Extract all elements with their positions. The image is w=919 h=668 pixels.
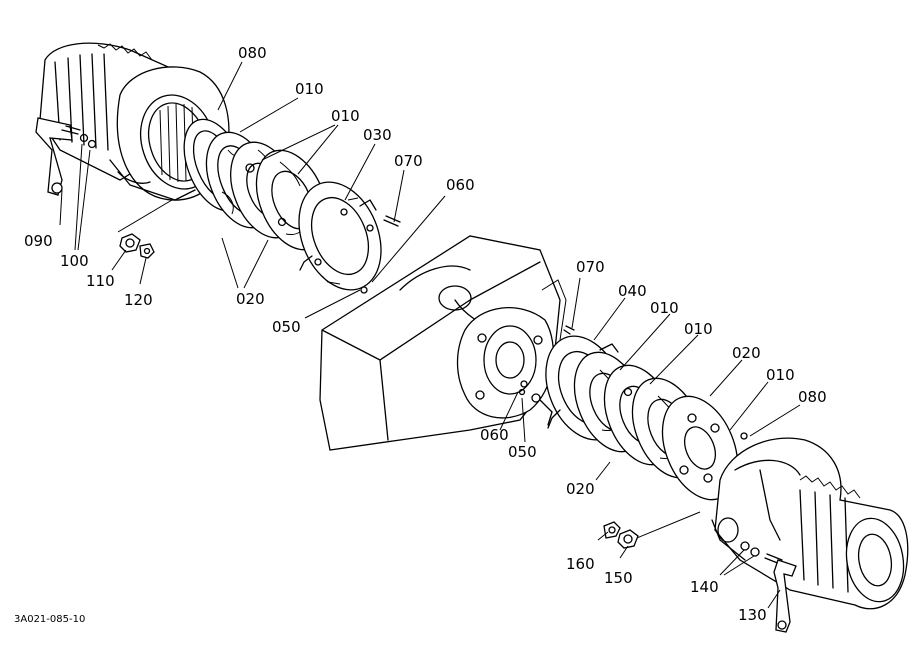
callout-150: 150 — [604, 569, 633, 587]
callout-070: 070 — [576, 258, 605, 276]
callout-050: 050 — [508, 443, 537, 461]
callout-060: 060 — [446, 176, 475, 194]
right-nut-and-bolt — [603, 521, 639, 549]
callout-030: 030 — [363, 126, 392, 144]
callout-010: 010 — [684, 320, 713, 338]
left-brake-pack — [183, 118, 401, 294]
right-brake-pack — [545, 325, 748, 501]
callout-120: 120 — [124, 291, 153, 309]
callout-080: 080 — [238, 44, 267, 62]
right-axle-housing — [631, 437, 909, 610]
callout-020: 020 — [732, 344, 761, 362]
figure-code: 3A021-085-10 — [14, 614, 85, 625]
left-nut-and-bolt — [119, 233, 155, 259]
transmission-case — [319, 235, 567, 451]
callout-040: 040 — [618, 282, 647, 300]
callout-labels: 080 010 010 030 070 060 090 100 110 120 … — [14, 44, 827, 625]
callout-020: 020 — [566, 480, 595, 498]
callout-010: 010 — [766, 366, 795, 384]
callout-160: 160 — [566, 555, 595, 573]
left-brake-lever — [35, 117, 97, 196]
callout-070: 070 — [394, 152, 423, 170]
leader-lines — [59, 61, 801, 609]
callout-050: 050 — [272, 318, 301, 336]
callout-130: 130 — [738, 606, 767, 624]
callout-010: 010 — [295, 80, 324, 98]
right-brake-lever — [740, 541, 797, 633]
left-axle-housing — [39, 42, 230, 233]
callout-080: 080 — [798, 388, 827, 406]
callout-060: 060 — [480, 426, 509, 444]
callout-010: 010 — [331, 107, 360, 125]
callout-140: 140 — [690, 578, 719, 596]
callout-090: 090 — [24, 232, 53, 250]
callout-110: 110 — [86, 272, 115, 290]
callout-020: 020 — [236, 290, 265, 308]
callout-100: 100 — [60, 252, 89, 270]
callout-010: 010 — [650, 299, 679, 317]
